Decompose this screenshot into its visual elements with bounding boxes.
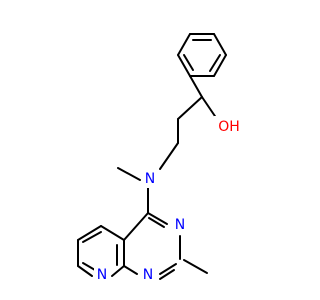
phenyl-bond [177, 54, 191, 77]
atom-labels: OH N N N N [97, 119, 240, 283]
carbinol-ch2-bond [177, 96, 203, 120]
pyrimidine-double-bond [148, 217, 165, 228]
pyrimidine-bond [123, 265, 138, 275]
molecule-canvas: OH N N N N [77, 33, 244, 284]
phenyl-bond [213, 33, 227, 56]
phenyl-bond [177, 33, 191, 56]
phenyl-carbinol-bond [189, 75, 203, 98]
hydroxyl-label: OH [218, 119, 240, 135]
ch2-n-bond [159, 142, 179, 170]
pyrimidine-n1-label: N [143, 267, 153, 283]
pyridine-double-bond [82, 262, 96, 271]
pyrimidine-bond [159, 263, 177, 275]
phenyl-double-bond [183, 54, 194, 71]
pyridine-double-bond [82, 231, 102, 243]
pyrimidine-double-bond [159, 269, 175, 280]
pyridine-n8-label: N [97, 267, 107, 283]
pyrimidine-bond [123, 212, 149, 241]
pyrimidine-n3-label: N [175, 217, 185, 233]
atom-label-masks [94, 116, 244, 284]
molecule-structure: OH N N N N [77, 33, 244, 284]
pyridine-bond [77, 265, 93, 277]
bonds [77, 33, 227, 280]
pyridine-bond [100, 225, 125, 241]
pyridine-double-bond [77, 225, 102, 241]
pyrimidine-bond [147, 212, 168, 225]
amine-nitrogen-label: N [145, 171, 155, 187]
n-methyl-bond [117, 167, 141, 181]
c2-methyl-bond [183, 259, 208, 274]
phenyl-bond [213, 54, 227, 77]
phenyl-double-bond [209, 54, 221, 72]
pyridine-bond [111, 265, 125, 277]
